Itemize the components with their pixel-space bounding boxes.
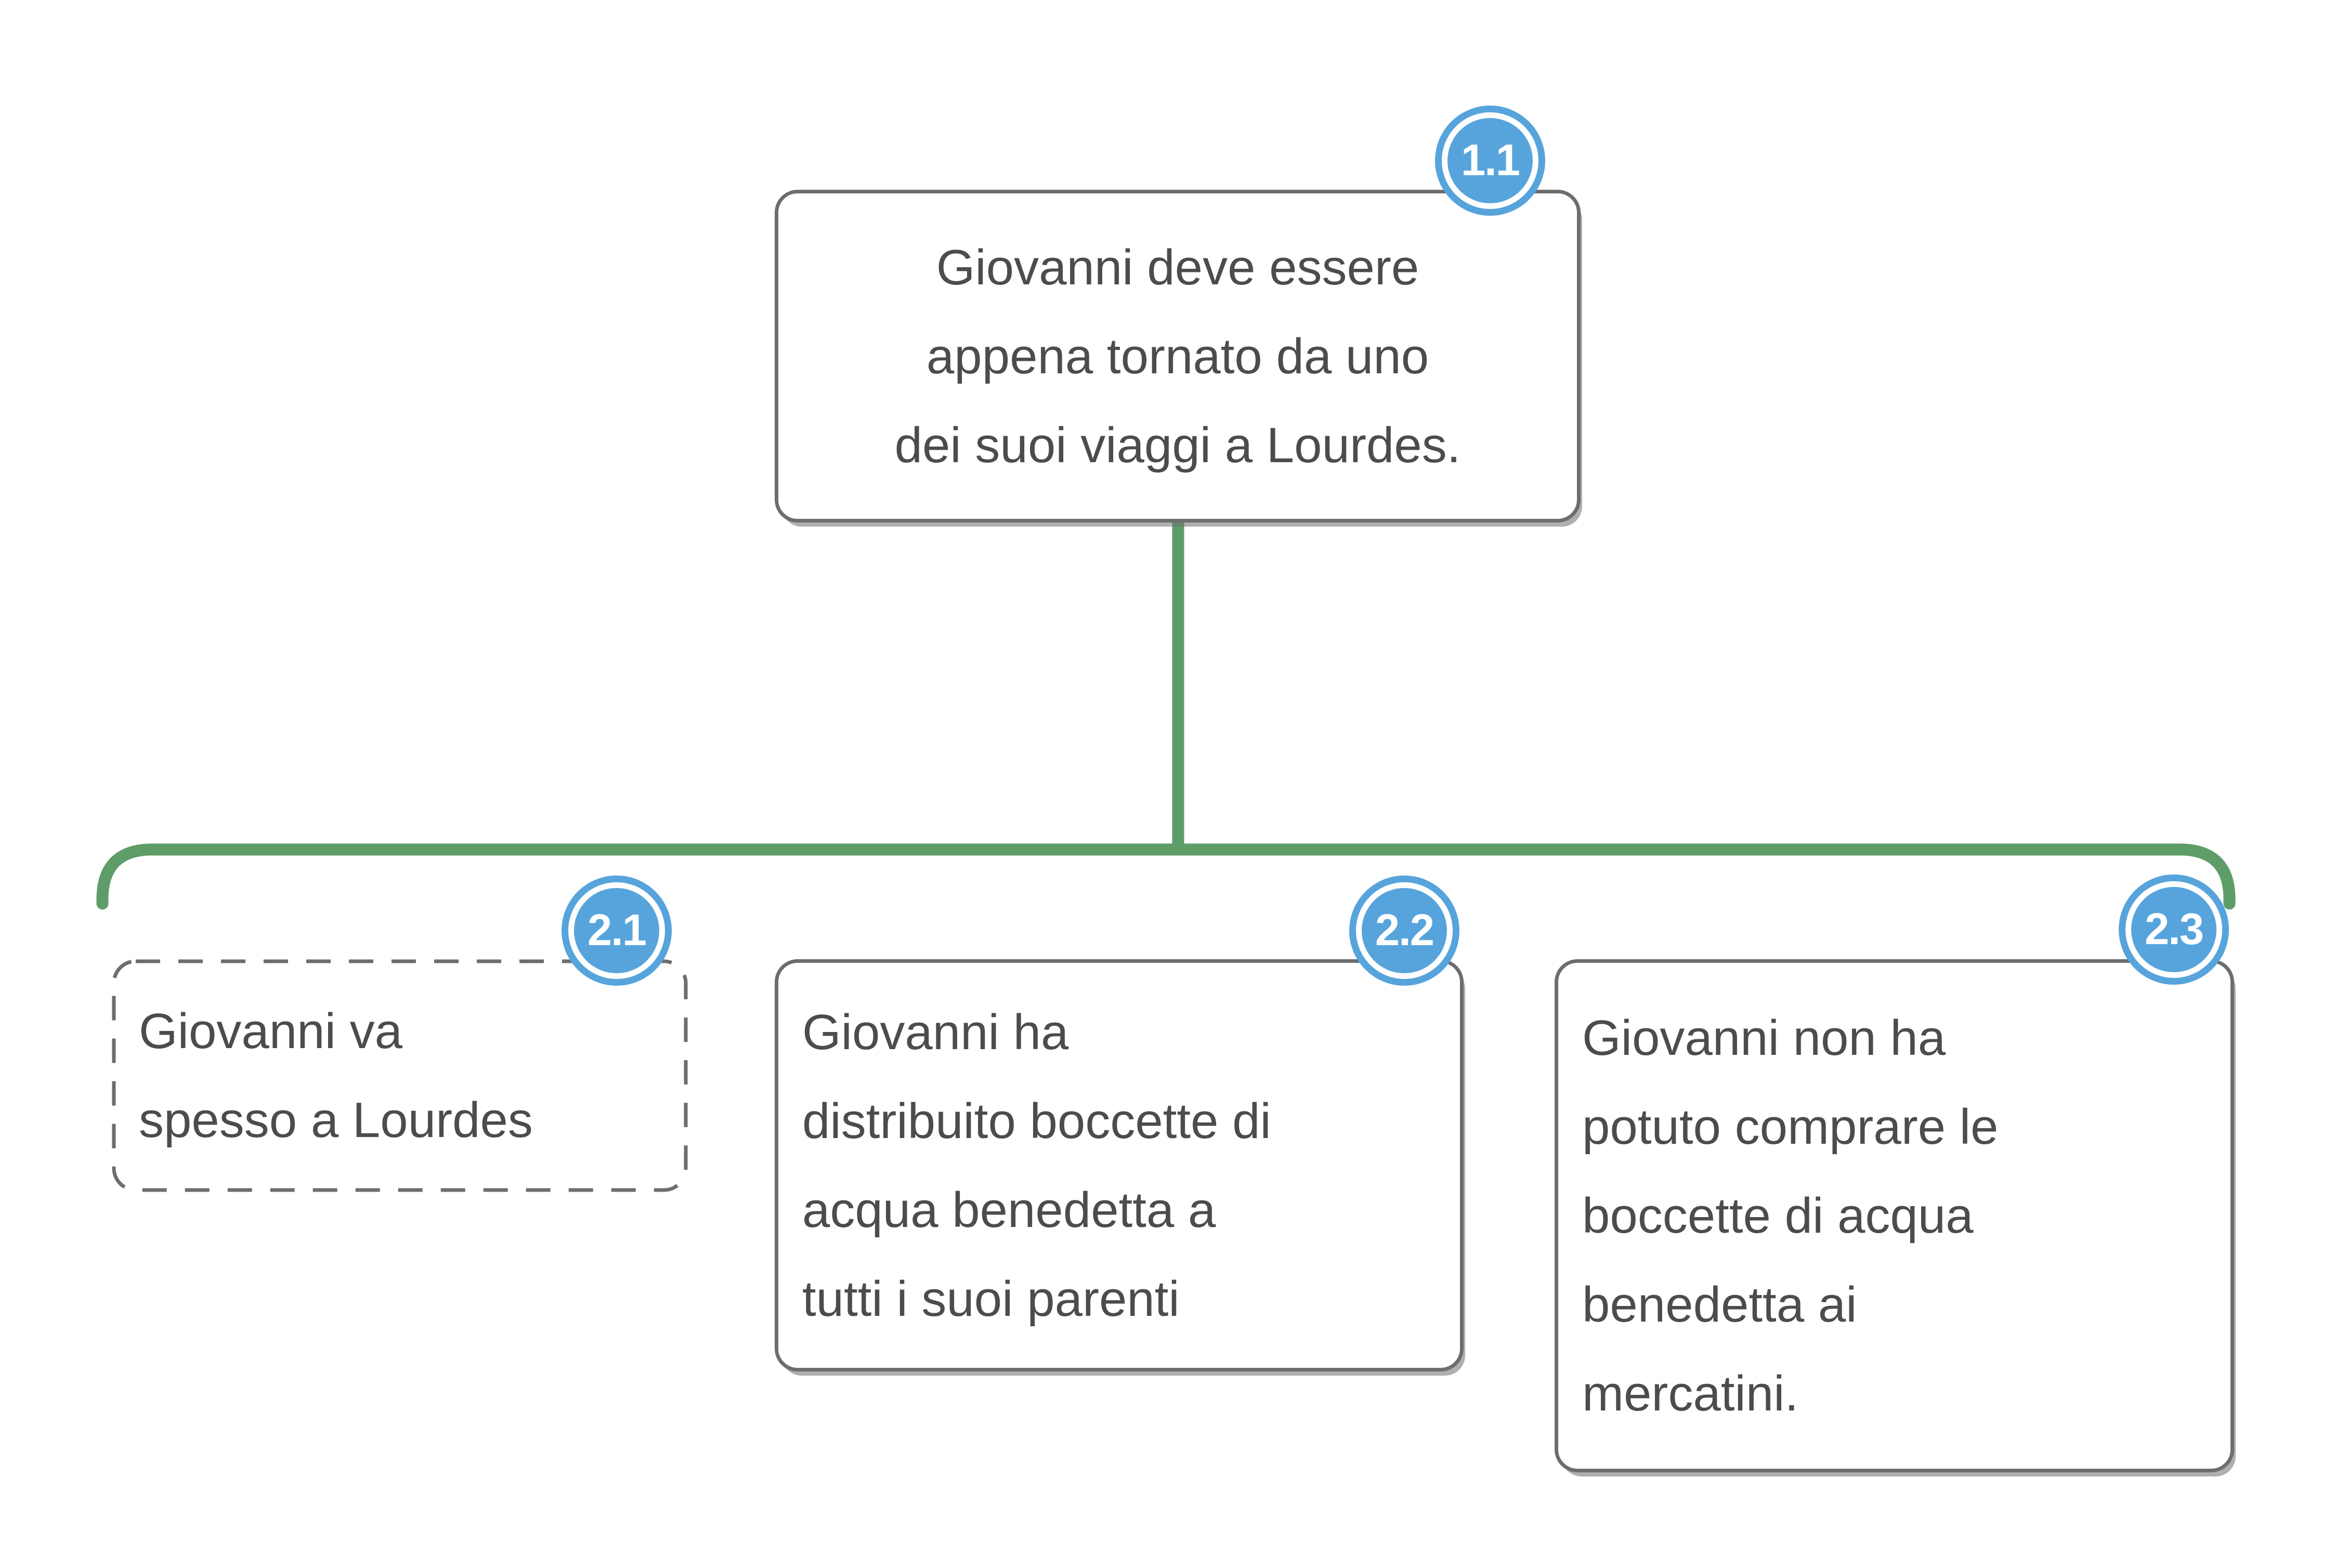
- node-2-1-text: Giovanni va: [139, 1003, 402, 1059]
- node-2-3-text: boccette di acqua: [1582, 1188, 1974, 1244]
- node-2-3-text: mercatini.: [1582, 1366, 1799, 1421]
- node-1-1-text: Giovanni deve essere: [936, 239, 1419, 295]
- badge-2-3[interactable]: 2.3: [2119, 874, 2229, 985]
- badge-2-3-label: 2.3: [2144, 905, 2204, 954]
- badge-2-2-label: 2.2: [1375, 906, 1434, 955]
- node-2-2-text: acqua benedetta a: [802, 1182, 1216, 1238]
- badge-1-1-ring: [1442, 112, 1538, 209]
- node-2-3-card[interactable]: Giovanni non ha potuto comprare le bocce…: [1555, 959, 2234, 1472]
- tree-connector-branch: [96, 843, 2236, 910]
- node-2-2[interactable]: Giovanni ha distribuito boccette di acqu…: [775, 959, 1464, 1371]
- node-2-3-text: potuto comprare le: [1582, 1099, 1999, 1155]
- node-2-1-text: spesso a Lourdes: [139, 1092, 533, 1148]
- badge-2-2-ring: [1356, 882, 1453, 979]
- node-2-2-text: tutti i suoi parenti: [802, 1271, 1180, 1327]
- badge-2-1[interactable]: 2.1: [562, 876, 672, 986]
- badge-2-1-ring: [568, 882, 665, 979]
- badge-2-3-ring: [2125, 881, 2222, 978]
- node-2-1[interactable]: Giovanni va spesso a Lourdes: [112, 959, 688, 1192]
- badge-1-1-label: 1.1: [1460, 136, 1520, 185]
- node-2-1-card[interactable]: Giovanni va spesso a Lourdes: [112, 959, 688, 1192]
- node-1-1-text: appena tornato da uno: [926, 328, 1429, 384]
- badge-1-1[interactable]: 1.1: [1435, 106, 1545, 216]
- badge-2-1-label: 2.1: [587, 906, 647, 955]
- node-1-1[interactable]: Giovanni deve essere appena tornato da u…: [775, 190, 1581, 522]
- node-1-1-text: dei suoi viaggi a Lourdes.: [894, 417, 1461, 473]
- node-2-3-text: Giovanni non ha: [1582, 1010, 1946, 1066]
- node-2-3-text: benedetta ai: [1582, 1277, 1857, 1332]
- node-2-2-card[interactable]: Giovanni ha distribuito boccette di acqu…: [775, 959, 1464, 1371]
- node-2-2-text: distribuito boccette di: [802, 1093, 1271, 1149]
- node-2-3[interactable]: Giovanni non ha potuto comprare le bocce…: [1555, 959, 2234, 1472]
- badge-2-2[interactable]: 2.2: [1349, 876, 1459, 986]
- node-1-1-card[interactable]: Giovanni deve essere appena tornato da u…: [775, 190, 1581, 522]
- node-2-1-dashed-border: [112, 959, 688, 1192]
- node-2-2-text: Giovanni ha: [802, 1004, 1069, 1060]
